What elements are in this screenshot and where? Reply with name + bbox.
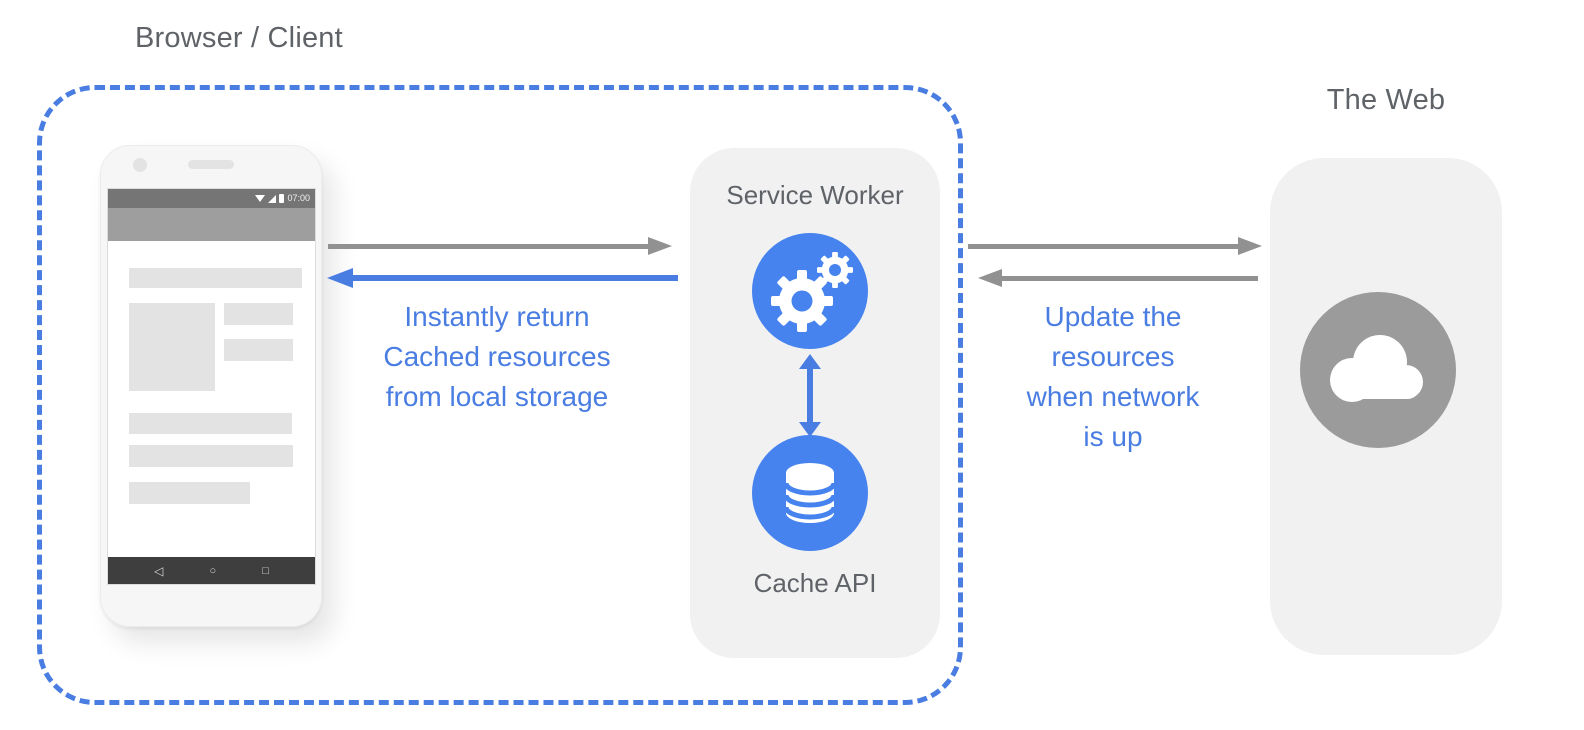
web-title: The Web [1326,84,1446,116]
gears-icon [752,233,868,349]
response-arrow-sw-to-phone [327,268,678,288]
content-placeholder [129,303,215,391]
phone-mockup: 07:00 ◁ ○ □ [100,145,322,627]
update-arrow-web-to-sw [978,269,1258,287]
phone-camera-icon [133,158,147,172]
service-worker-title: Service Worker [726,180,904,210]
database-icon [752,435,868,551]
status-time: 07:00 [287,193,310,203]
browser-client-boundary [37,85,963,705]
phone-screen: 07:00 ◁ ○ □ [108,189,315,584]
content-placeholder [224,303,293,325]
phone-nav-bar: ◁ ○ □ [108,557,315,584]
nav-home-icon: ○ [209,564,217,577]
battery-icon [279,194,285,203]
nav-recents-icon: □ [262,564,269,577]
content-placeholder [129,413,292,434]
sync-arrow-icon [799,354,821,437]
browser-client-title: Browser / Client [135,22,343,54]
cached-response-label: Instantly return Cached resources from l… [383,301,611,412]
nav-back-icon: ◁ [154,563,164,578]
cache-api-label: Cache API [753,568,877,598]
cloud-icon [1300,292,1456,448]
content-placeholder [129,268,302,288]
request-arrow-phone-to-sw [328,237,672,255]
service-worker-box: Service Worker [690,148,940,658]
content-placeholder [129,482,250,504]
content-placeholder [129,445,293,467]
phone-status-bar: 07:00 [108,189,315,208]
wifi-icon [255,195,266,202]
phone-app-bar [108,208,315,241]
content-placeholder [224,339,293,361]
network-update-label: Update the resources when network is up [1026,301,1200,452]
web-box [1270,158,1502,655]
phone-speaker-icon [188,160,234,169]
signal-icon [268,194,277,203]
fetch-arrow-sw-to-web [968,237,1262,255]
